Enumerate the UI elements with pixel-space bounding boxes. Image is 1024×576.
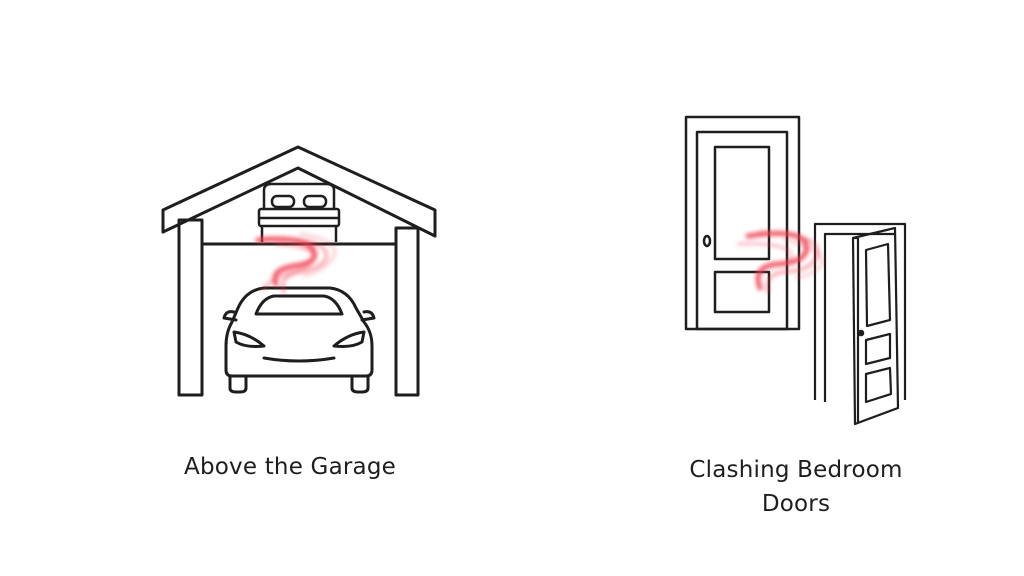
caption-line-2: Doors — [761, 491, 831, 517]
car-icon — [222, 286, 376, 394]
garage-icon — [161, 145, 437, 397]
caption-above-garage: Above the Garage — [184, 454, 396, 480]
odor-wisp-icon — [736, 230, 824, 294]
open-door-icon — [813, 222, 907, 426]
caption-clashing-bedroom-doors: Clashing Bedroom Doors — [646, 453, 946, 521]
caption-line-1: Clashing Bedroom — [689, 457, 903, 483]
bed-icon — [257, 182, 341, 242]
closed-door-icon — [684, 115, 801, 331]
odor-wisp-icon — [255, 233, 336, 294]
